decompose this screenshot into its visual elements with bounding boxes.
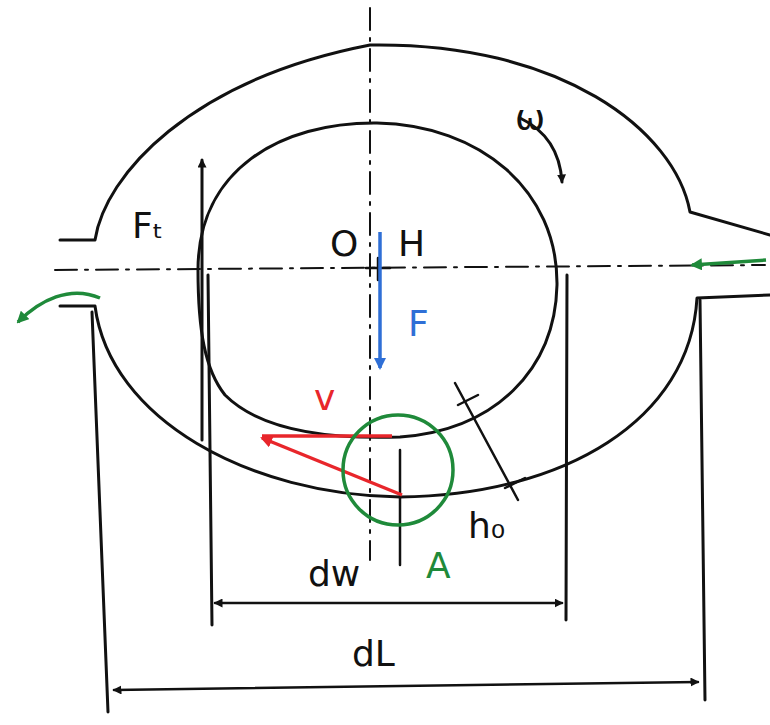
detail-label: A [426,548,451,584]
center-label: O [330,226,358,262]
dimension-label: dw [308,556,360,592]
velocity-label: v [314,380,335,416]
force-label: Fₜ [132,208,163,244]
rotation-symbol: ω [515,100,545,136]
gap-label: h₀ [468,508,505,544]
force-label: F [408,306,429,342]
center-label: H [398,226,425,262]
dimension-label: dL [352,636,395,672]
